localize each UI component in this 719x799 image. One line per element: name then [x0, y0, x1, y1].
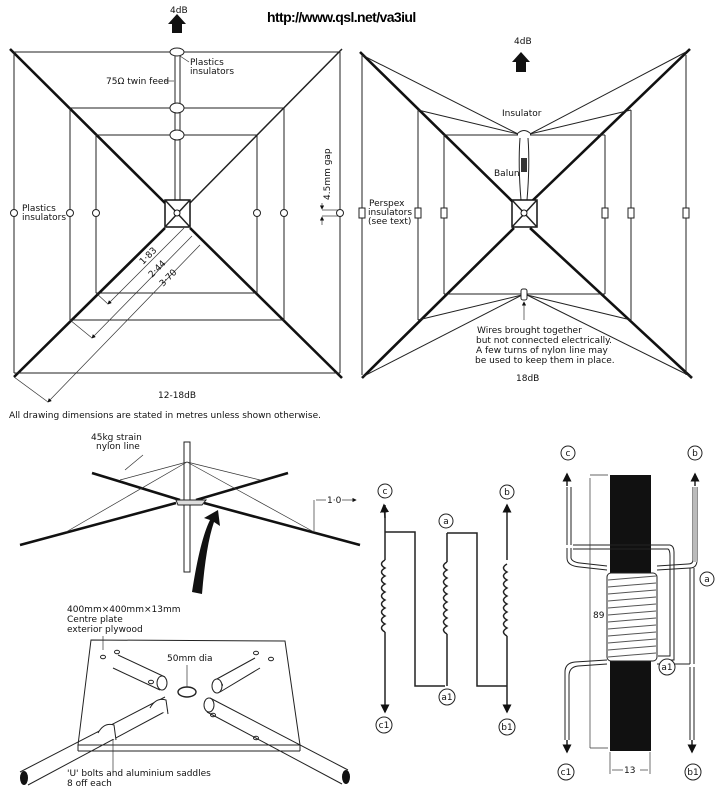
svg-text:b1: b1 — [687, 768, 698, 778]
balun-label: Balun — [494, 169, 520, 179]
balun-icon — [521, 158, 527, 172]
top-insulator-icon — [516, 130, 532, 135]
left-spreader-nw — [9, 48, 166, 204]
top-insulator-icon — [169, 47, 185, 57]
terminal-b1: b1 — [684, 763, 702, 781]
terminal-c: c — [560, 445, 576, 461]
twin-feed-label: 75Ω twin feed — [106, 77, 169, 87]
terminal-a1: a1 — [438, 688, 456, 706]
terminal-b: b — [687, 445, 703, 461]
feed-insulator-icon — [169, 102, 185, 114]
terminal-c: c — [377, 483, 393, 499]
arm-length-dimension: 1·0 — [327, 496, 342, 506]
left-forward-gain-label: 4dB — [170, 6, 188, 16]
right-gain-label: 18dB — [516, 374, 539, 384]
coil-c — [380, 559, 387, 633]
terminal-a1: a1 — [658, 658, 676, 676]
rotation-arrow-icon — [192, 510, 220, 594]
svg-text:a1: a1 — [661, 663, 672, 673]
spreader-perspective-view: 45kg strain nylon line 1·0 — [19, 433, 361, 594]
right-side-insulators — [358, 207, 690, 219]
terminal-a: a — [438, 513, 454, 529]
u-bolts-label: 'U' bolts and aluminium saddles 8 off ea… — [67, 769, 214, 789]
plastics-insulators-top-label: Plastics insulators — [190, 58, 234, 77]
svg-text:c1: c1 — [561, 768, 572, 778]
left-side-insulators — [10, 209, 344, 217]
balun-schematic: c a b a1 c1 b1 — [375, 483, 516, 736]
svg-text:a: a — [443, 517, 449, 527]
left-spreader-se — [189, 227, 343, 379]
left-spreader-ne — [189, 48, 343, 204]
left-direction-arrow-icon — [168, 14, 186, 33]
plate-spec-label: 400mm×400mm×13mm Centre plate exterior p… — [67, 605, 183, 635]
hole-diameter-label: 50mm dia — [167, 654, 213, 664]
centre-plate-detail: 400mm×400mm×13mm Centre plate exterior p… — [19, 605, 350, 789]
feed-insulator-icon — [169, 129, 185, 141]
terminal-b: b — [499, 484, 515, 500]
left-gain-label: 12-18dB — [158, 391, 196, 401]
coil-length-dimension: 89 — [593, 611, 605, 621]
coil-a — [442, 561, 449, 635]
insulator-label: Insulator — [502, 109, 542, 119]
left-spreader-sw — [13, 227, 166, 378]
aluminium-tube — [19, 696, 169, 786]
terminal-c1: c1 — [557, 763, 575, 781]
gap-label: 4.5mm gap — [323, 148, 333, 200]
bifilar-coil — [606, 572, 658, 662]
mast-hole — [177, 686, 197, 698]
svg-text:c: c — [566, 449, 571, 459]
rod-diameter-dimension: 13 — [624, 766, 635, 776]
right-forward-gain-label: 4dB — [514, 37, 532, 47]
terminal-b1: b1 — [498, 718, 516, 736]
perspex-insulators-label: Perspex insulators (see text) — [368, 199, 415, 227]
svg-text:c1: c1 — [379, 721, 390, 731]
mast — [183, 441, 191, 573]
svg-text:a1: a1 — [441, 693, 452, 703]
svg-text:b: b — [504, 488, 510, 498]
right-quad-antenna: 4dB — [358, 37, 693, 384]
right-direction-arrow-icon — [512, 52, 530, 72]
coil-b — [502, 563, 509, 637]
svg-text:a: a — [704, 575, 710, 585]
nylon-line-label: 45kg strain nylon line — [91, 433, 145, 452]
svg-text:b1: b1 — [501, 723, 512, 733]
balun-pictorial: 89 13 c b a a1 c1 b1 — [557, 445, 715, 781]
terminal-a: a — [699, 571, 715, 587]
wires-note: Wires brought together but not connected… — [475, 326, 615, 366]
gap-dimension: 4.5mm gap — [319, 148, 338, 225]
element-dimensions: 1·83 2·44 3·70 — [13, 227, 201, 403]
svg-text:b: b — [692, 449, 698, 459]
dimensions-footnote: All drawing dimensions are stated in met… — [9, 411, 321, 421]
bottom-joint-icon — [520, 288, 528, 301]
source-url: http://www.qsl.net/va3iul — [267, 9, 416, 25]
terminal-c1: c1 — [375, 716, 393, 734]
centre-plate-small — [175, 499, 208, 506]
left-quad-antenna: 4dB — [9, 6, 344, 403]
plastics-insulators-side-label: Plastics insulators — [22, 204, 66, 223]
svg-text:c: c — [383, 487, 388, 497]
